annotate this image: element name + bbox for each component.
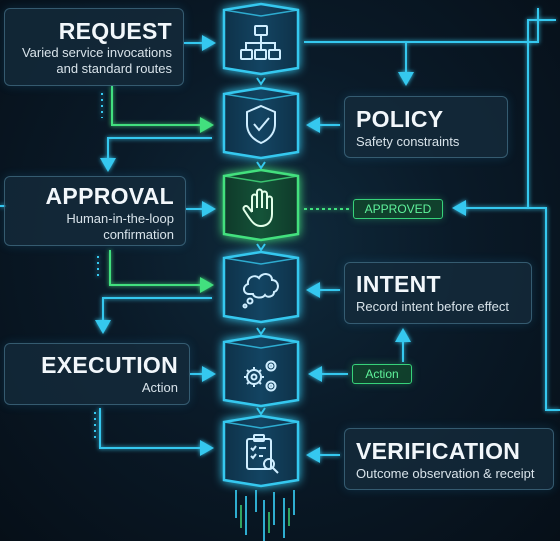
- hand-icon: [242, 188, 273, 227]
- approval-card: APPROVAL Human-in-the-loop confirmation: [4, 176, 186, 246]
- thought-cloud-icon: [242, 273, 279, 309]
- approved-badge: APPROVED: [353, 199, 443, 219]
- request-card: REQUEST Varied service invocations and s…: [4, 8, 184, 86]
- stack-segment-policy: [222, 86, 300, 160]
- gears-icon: [244, 360, 277, 392]
- stack-segment-request: [222, 2, 300, 76]
- hierarchy-icon: [240, 25, 281, 60]
- approval-subtitle-line2: confirmation: [103, 227, 174, 242]
- request-title: REQUEST: [58, 18, 172, 44]
- intent-card: INTENT Record intent before effect: [344, 262, 532, 324]
- policy-title: POLICY: [356, 106, 444, 132]
- stack-segment-approval: [222, 168, 300, 242]
- arrow-stack-to-approval: [100, 137, 212, 172]
- request-subtitle-line1: Varied service invocations: [21, 45, 172, 60]
- execution-card: EXECUTION Action: [4, 343, 190, 405]
- verification-subtitle: Outcome observation & receipt: [356, 466, 535, 481]
- stack-segment-verification: [222, 414, 300, 488]
- intent-subtitle: Record intent before effect: [356, 299, 509, 314]
- execution-subtitle: Action: [141, 380, 178, 395]
- approval-title: APPROVAL: [45, 183, 174, 209]
- stack-segment-execution: [222, 334, 300, 408]
- policy-subtitle: Safety constraints: [356, 134, 460, 149]
- policy-card: POLICY Safety constraints: [344, 96, 508, 158]
- intent-title: INTENT: [356, 271, 441, 297]
- verification-card: VERIFICATION Outcome observation & recei…: [344, 428, 554, 490]
- approval-subtitle-line1: Human-in-the-loop: [66, 211, 174, 226]
- clipboard-search-icon: [246, 434, 279, 474]
- action-badge: Action: [352, 364, 412, 384]
- execution-title: EXECUTION: [41, 352, 178, 378]
- shield-check-icon: [246, 104, 276, 145]
- verification-title: VERIFICATION: [356, 438, 521, 464]
- stack-segment-intent: [222, 250, 300, 324]
- request-subtitle-line2: and standard routes: [56, 61, 172, 76]
